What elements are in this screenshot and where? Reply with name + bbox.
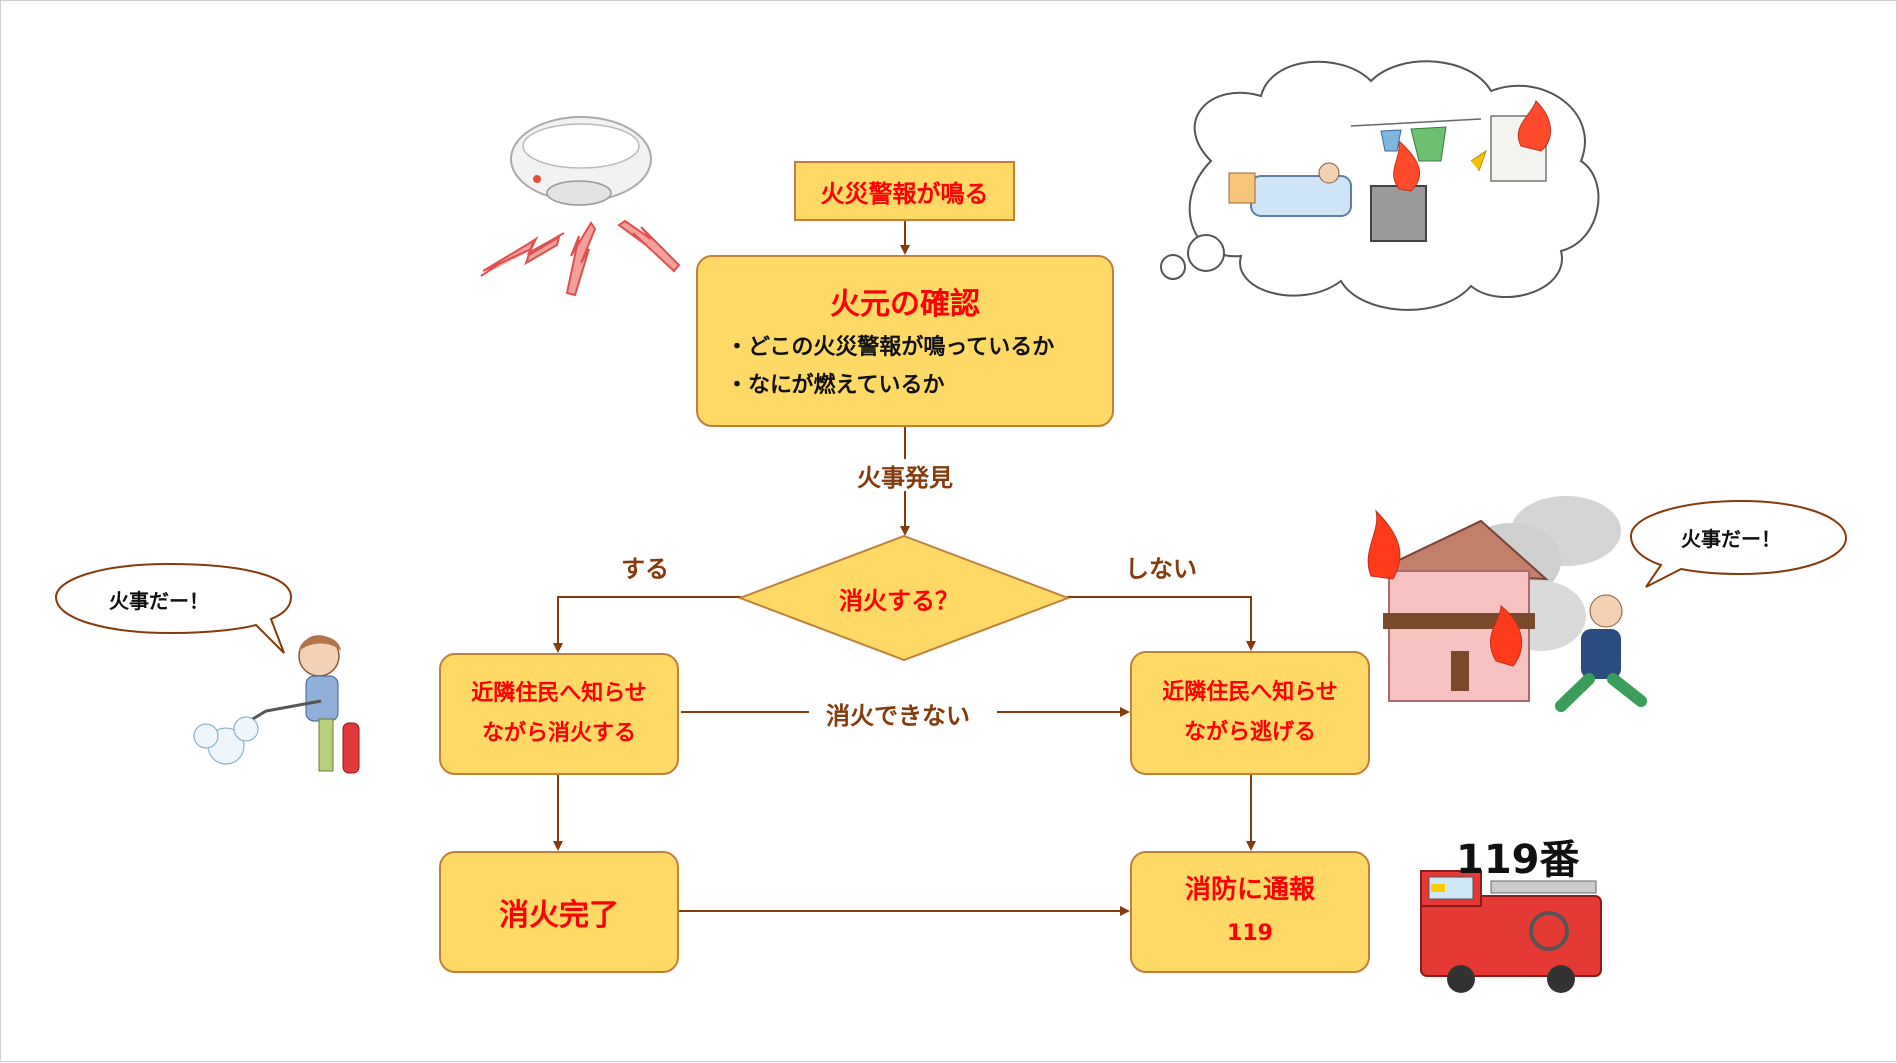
check-title: 火元の確認 bbox=[830, 287, 980, 322]
arrow-decision-no bbox=[1067, 596, 1256, 651]
evacuate-box: 近隣住民へ知らせ ながら逃げる bbox=[1130, 651, 1370, 775]
decision-no-label: しない bbox=[1125, 555, 1197, 583]
report-line2: 119 bbox=[1227, 921, 1273, 946]
decision-yes-label: する bbox=[621, 555, 669, 583]
check-item-2: ・なにが燃えているか bbox=[726, 373, 945, 398]
smoke-detector-icon bbox=[480, 116, 681, 297]
extinguished-label: 消火完了 bbox=[499, 898, 619, 933]
check-box: 火元の確認 ・どこの火災警報が鳴っているか ・なにが燃えているか bbox=[696, 255, 1114, 427]
fire-truck-icon bbox=[1420, 870, 1602, 993]
person-extinguishing-fire bbox=[193, 635, 360, 774]
report-box: 消防に通報 119 bbox=[1130, 851, 1370, 973]
found-label: 火事発見 bbox=[857, 464, 953, 492]
cannot-extinguish-label: 消火できない bbox=[826, 702, 970, 730]
evacuate-line2: ながら逃げる bbox=[1183, 720, 1316, 745]
bubble-left-text: 火事だー！ bbox=[109, 589, 209, 613]
arrow-decision-yes bbox=[553, 596, 741, 653]
decision-diamond bbox=[737, 534, 1071, 662]
evacuate-line1: 近隣住民へ知らせ bbox=[1162, 680, 1338, 705]
start-label: 火災警報が鳴る bbox=[820, 179, 989, 208]
extinguish-line1: 近隣住民へ知らせ bbox=[471, 681, 647, 706]
burning-house-person-fleeing bbox=[1367, 496, 1647, 712]
extinguish-box: 近隣住民へ知らせ ながら消火する bbox=[439, 653, 679, 775]
check-item-1: ・どこの火災警報が鳴っているか bbox=[726, 335, 1055, 360]
firetruck-caption: 119番 bbox=[1456, 837, 1580, 883]
extinguish-line2: ながら消火する bbox=[481, 721, 636, 746]
bubble-right-text: 火事だー！ bbox=[1681, 527, 1781, 551]
start-box: 火災警報が鳴る bbox=[794, 161, 1015, 221]
speech-bubble-left bbox=[54, 562, 293, 654]
speech-bubble-right bbox=[1629, 499, 1848, 588]
report-line1: 消防に通報 bbox=[1184, 875, 1315, 905]
decision-label: 消火する？ bbox=[839, 587, 959, 615]
fire-causes-thought-cloud bbox=[1160, 60, 1600, 311]
extinguished-box: 消火完了 bbox=[439, 851, 679, 973]
